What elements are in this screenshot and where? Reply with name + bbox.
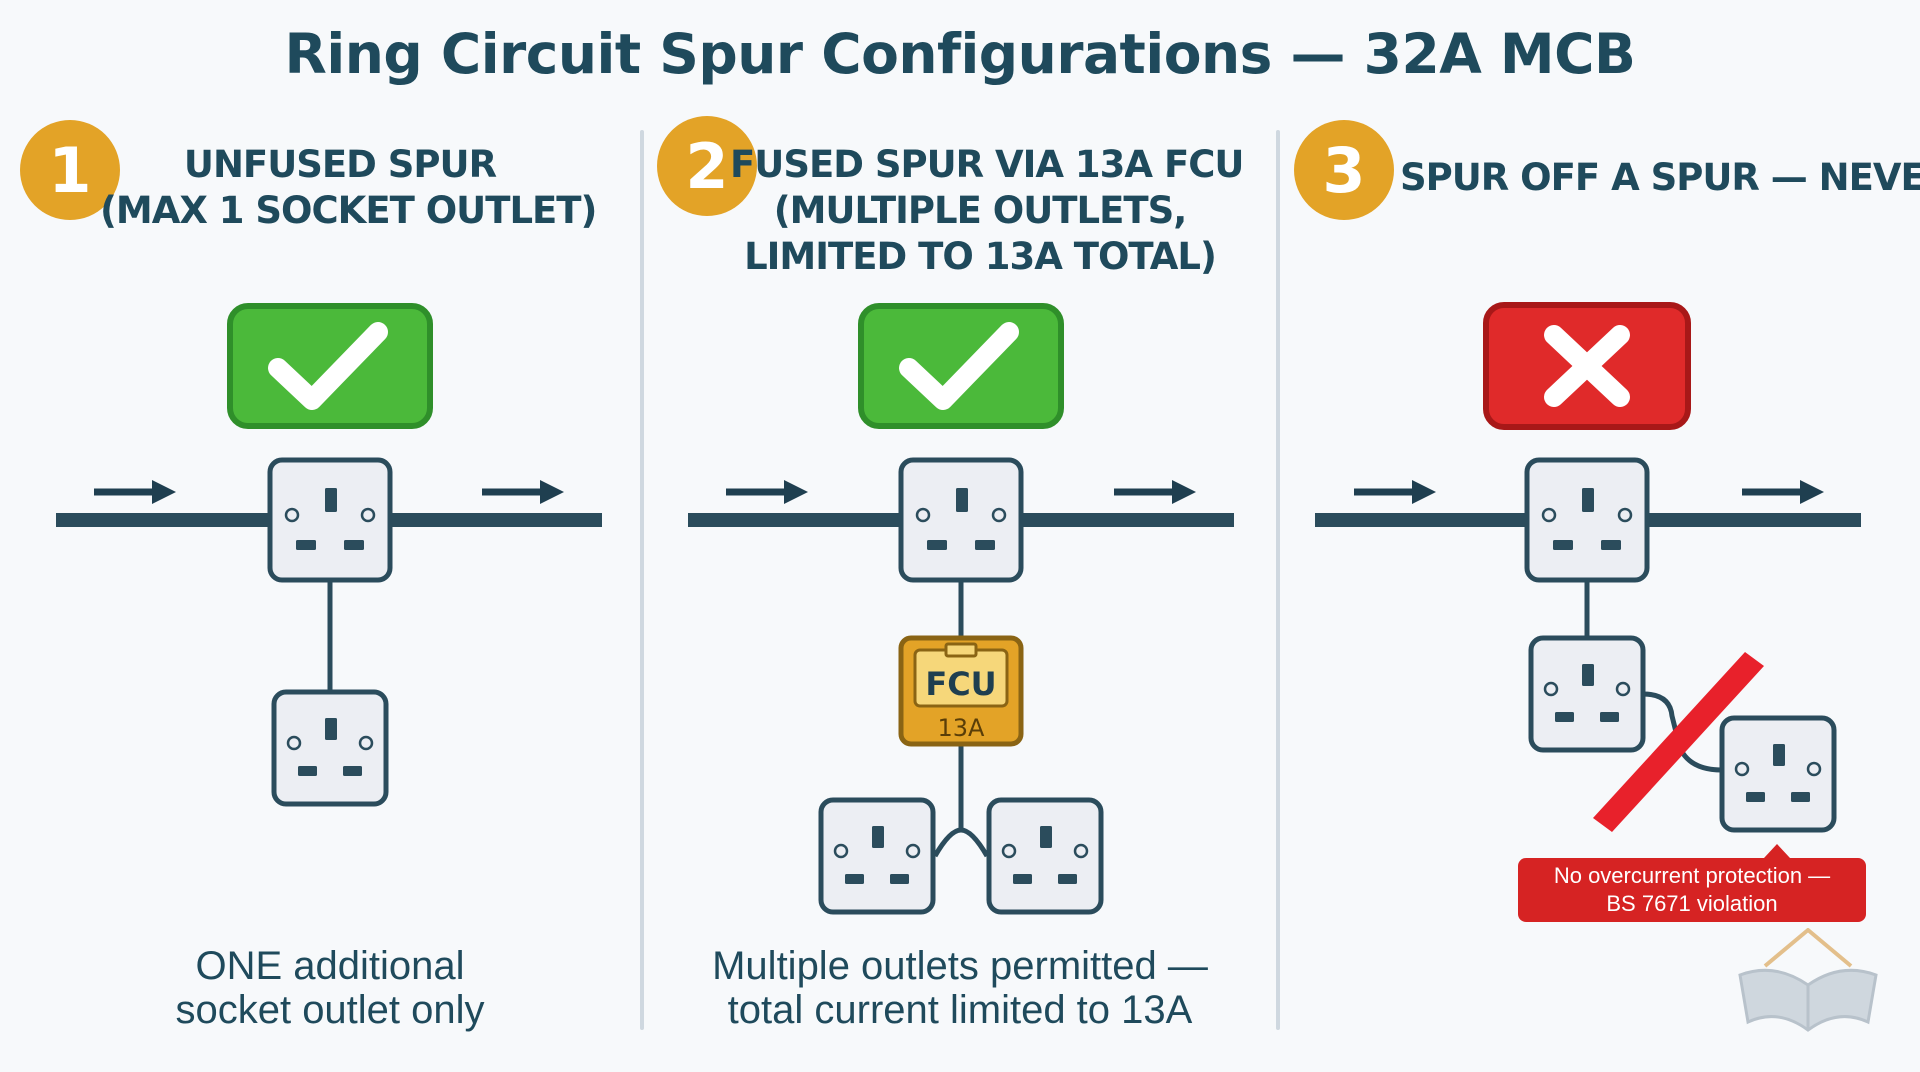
warning-line-1: No overcurrent protection — xyxy=(1553,863,1831,888)
warning-line-2: BS 7671 violation xyxy=(1606,891,1778,916)
fcu-label: FCU xyxy=(925,665,996,703)
step-badge-3: 3 xyxy=(1294,120,1394,220)
panel-divider-2 xyxy=(1276,130,1280,1030)
arrow-right-icon xyxy=(1742,480,1824,504)
socket-outlet-icon xyxy=(989,800,1101,912)
panel-1-heading: UNFUSED SPUR (MAX 1 SOCKET OUTLET) xyxy=(100,142,597,234)
cross-icon xyxy=(1483,302,1691,430)
socket-outlet-icon xyxy=(1722,718,1834,830)
house-book-logo-icon xyxy=(1738,928,1878,1032)
warning-text: No overcurrent protection — BS 7671 viol… xyxy=(1518,858,1866,922)
panel-1-caption: ONE additional socket outlet only xyxy=(80,944,580,1032)
socket-outlet-icon xyxy=(1531,638,1643,750)
arrow-right-icon xyxy=(726,480,808,504)
panel-3-heading-line-1: SPUR OFF A SPUR — NEVER xyxy=(1400,156,1920,199)
panel-1-diagram xyxy=(56,306,602,804)
panel-3-heading: SPUR OFF A SPUR — NEVER xyxy=(1400,155,1920,201)
socket-outlet-icon xyxy=(821,800,933,912)
panel-2-caption-line-1: Multiple outlets permitted — xyxy=(712,944,1208,988)
page-title: Ring Circuit Spur Configurations — 32A M… xyxy=(284,22,1636,86)
arrow-right-icon xyxy=(1354,480,1436,504)
socket-outlet-icon xyxy=(901,460,1021,580)
panel-2-heading: FUSED SPUR VIA 13A FCU (MULTIPLE OUTLETS… xyxy=(730,142,1244,280)
strike-through-slash xyxy=(1593,652,1764,832)
warning-callout xyxy=(1518,844,1866,922)
socket-outlet-icon xyxy=(274,692,386,804)
socket-outlet-icon xyxy=(270,460,390,580)
panel-2-heading-line-2: (MULTIPLE OUTLETS, xyxy=(773,189,1188,232)
panel-2-caption-line-2: total current limited to 13A xyxy=(727,988,1193,1032)
panel-1-heading-line-2: (MAX 1 SOCKET OUTLET) xyxy=(100,189,597,232)
step-badge-2: 2 xyxy=(657,116,757,216)
panel-1-caption-line-2: socket outlet only xyxy=(175,988,485,1032)
panel-2-caption: Multiple outlets permitted — total curre… xyxy=(680,944,1240,1032)
check-icon xyxy=(861,306,1061,426)
arrow-right-icon xyxy=(94,480,176,504)
branch-cable xyxy=(932,827,990,858)
panel-2-heading-line-1: FUSED SPUR VIA 13A FCU xyxy=(730,143,1244,186)
panel-divider-1 xyxy=(640,130,644,1030)
arrow-right-icon xyxy=(1114,480,1196,504)
fcu-rating: 13A xyxy=(938,714,986,742)
panel-1-heading-line-1: UNFUSED SPUR xyxy=(183,143,497,186)
panel-1-caption-line-1: ONE additional xyxy=(195,944,465,988)
socket-outlet-icon xyxy=(1527,460,1647,580)
check-icon xyxy=(230,306,430,426)
arrow-right-icon xyxy=(482,480,564,504)
fcu-unit: FCU 13A xyxy=(898,635,1024,747)
panel-2-heading-line-3: LIMITED TO 13A TOTAL) xyxy=(744,235,1217,278)
panel-3-diagram xyxy=(1315,302,1866,922)
panel-2-diagram: FCU 13A xyxy=(688,306,1234,912)
step-badge-1: 1 xyxy=(20,120,120,220)
